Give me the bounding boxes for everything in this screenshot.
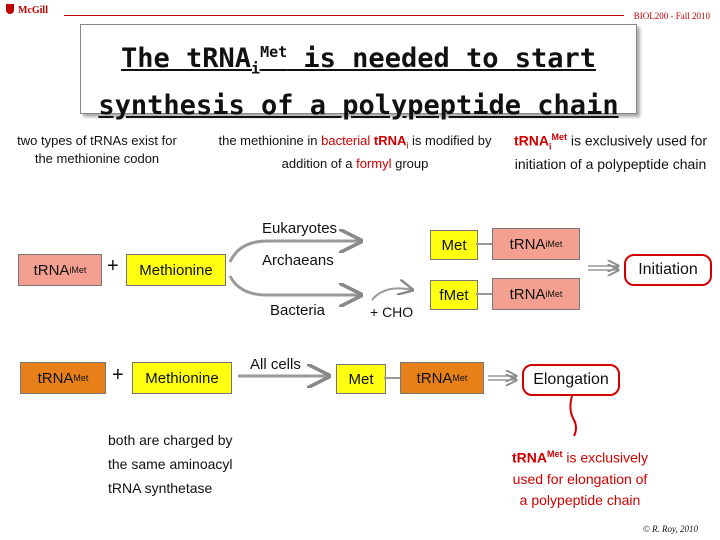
arrow-formyl	[371, 288, 412, 301]
all-cells-label: All cells	[250, 356, 301, 373]
copyright: © R. Roy, 2010	[642, 524, 698, 534]
plus-sign: +	[107, 255, 119, 277]
elongation-box: Elongation	[522, 364, 620, 396]
methionine-box: Methionine	[126, 254, 226, 286]
cho-label: + CHO	[370, 304, 414, 320]
plus-sign-2: +	[112, 364, 124, 386]
note-elongation: tRNAMet is exclusively used for elongati…	[511, 449, 649, 508]
archaeans-label: Archaeans	[262, 252, 334, 269]
eukaryotes-label: Eukaryotes	[262, 220, 338, 237]
methionine-box-2: Methionine	[132, 362, 232, 394]
arrow-to-bacteria	[228, 275, 360, 295]
note-two-types: two types of tRNAs exist for the methion…	[17, 133, 177, 166]
course-name: BIOL200 - Fall 2010	[633, 11, 710, 21]
mcgill-crest-icon	[6, 4, 14, 14]
note-initiation: tRNAiMet is exclusively used for initiat…	[513, 132, 708, 173]
bracket-elongation	[569, 395, 577, 437]
initiation-box: Initiation	[624, 254, 712, 286]
met-box-eukaryotes: Met	[430, 230, 478, 260]
note-bacterial: the methionine in bacterial tRNAi is mod…	[218, 133, 492, 171]
title-box: The tRNAiMet is needed to start synthesi…	[80, 24, 637, 121]
fmet-box-bacteria: fMet	[430, 280, 478, 310]
met-box-elongation: Met	[336, 364, 386, 394]
bacteria-label: Bacteria	[270, 302, 326, 319]
note-charged: both are charged by the same aminoacyl t…	[108, 432, 233, 496]
arrow-to-eukaryotes	[228, 241, 360, 263]
slide-title: The tRNAiMet is needed to start synthesi…	[98, 43, 619, 122]
header-divider	[64, 15, 624, 16]
institution-name: McGill	[18, 5, 48, 16]
